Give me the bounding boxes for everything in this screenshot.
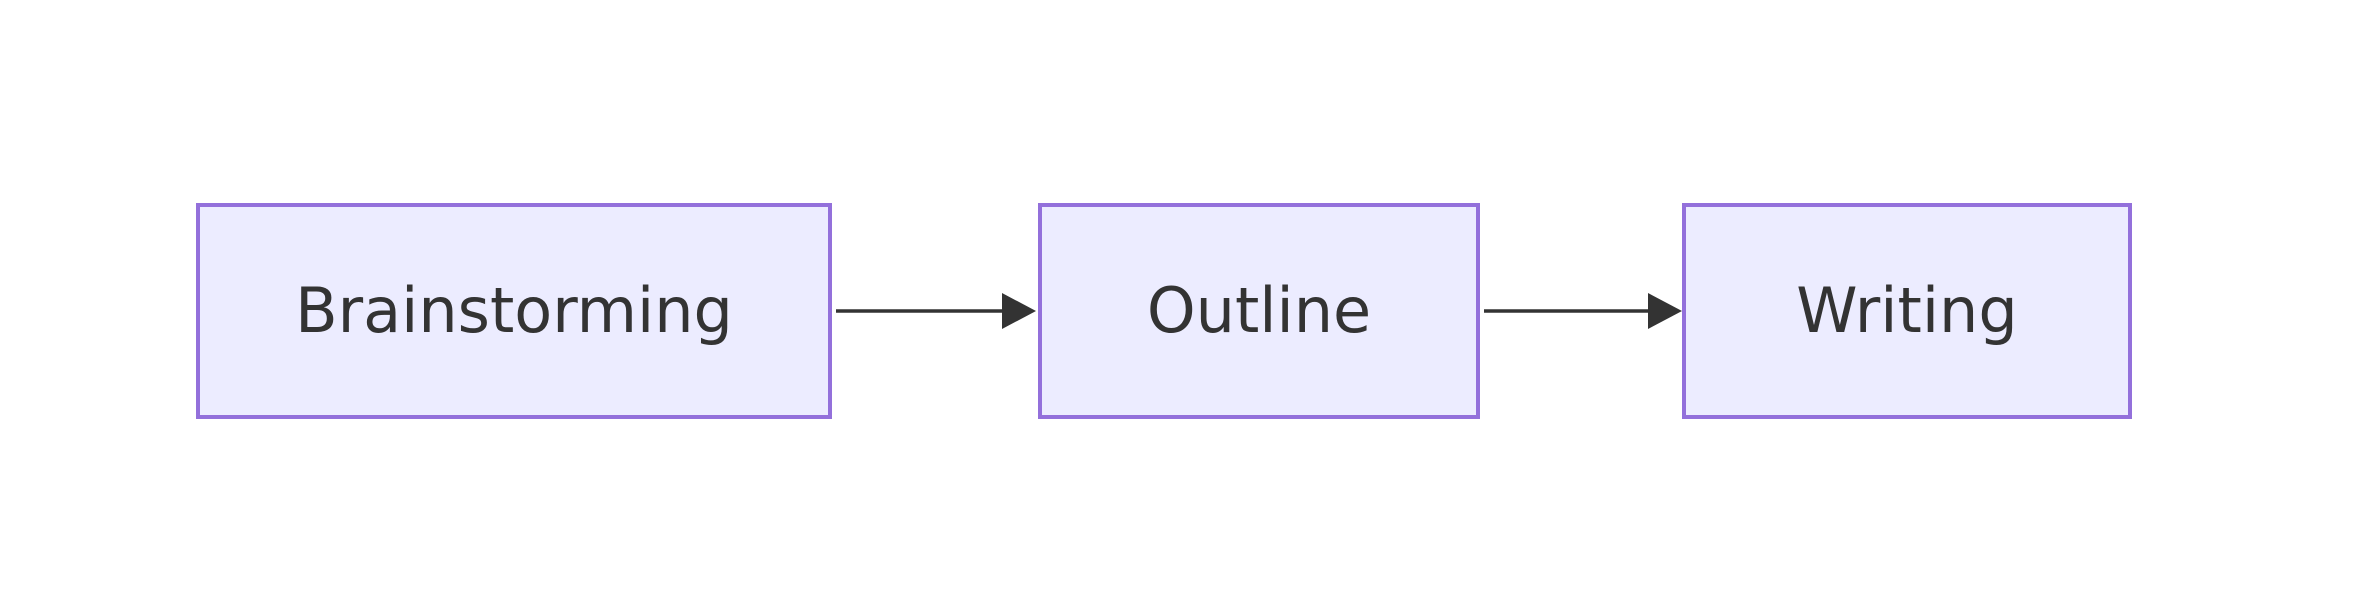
- edge-outline-to-writing: [1484, 293, 1682, 329]
- node-label: Writing: [1796, 273, 2018, 347]
- arrowhead-icon: [1648, 293, 1682, 329]
- edge-brainstorming-to-outline: [836, 293, 1036, 329]
- arrowhead-icon: [1002, 293, 1036, 329]
- node-outline: Outline: [1038, 203, 1480, 419]
- node-writing: Writing: [1682, 203, 2132, 419]
- node-label: Brainstorming: [295, 273, 733, 347]
- node-label: Outline: [1146, 273, 1372, 347]
- node-brainstorming: Brainstorming: [196, 203, 832, 419]
